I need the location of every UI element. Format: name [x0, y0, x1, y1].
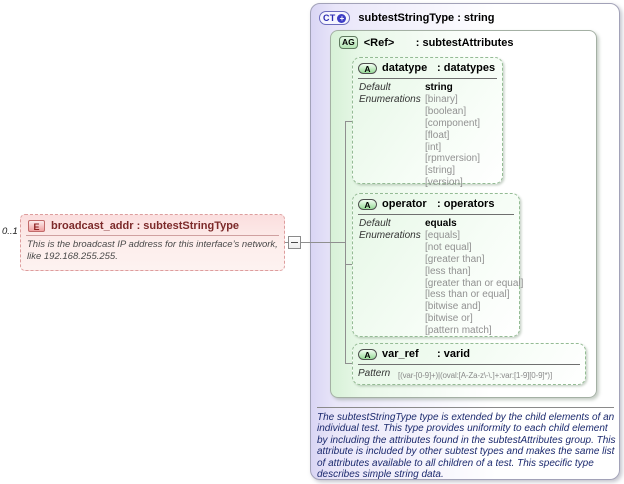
- default-label: Default: [359, 82, 391, 93]
- connector-line: [346, 264, 352, 265]
- attribute-box-operator[interactable]: A operator : operators Default equals En…: [352, 193, 523, 337]
- attributegroup-name: : subtestAttributes: [415, 36, 514, 49]
- enumerations-label: Enumerations: [359, 229, 421, 241]
- minus-icon: [291, 242, 298, 243]
- enumerations-values: [equals] [not equal] [greater than] [les…: [425, 229, 524, 337]
- default-value: equals: [425, 218, 457, 229]
- complextype-icon: CT +: [319, 11, 351, 25]
- element-broadcast-addr[interactable]: E broadcast_addr : subtestStringType Thi…: [20, 214, 285, 271]
- attribute-separator: [358, 78, 497, 79]
- element-annotation: This is the broadcast IP address for thi…: [27, 239, 278, 262]
- attribute-header: A datatype : datatypes: [353, 58, 502, 76]
- element-title: broadcast_addr : subtestStringType: [51, 220, 240, 232]
- complextype-annotation-separator: [317, 407, 614, 408]
- default-value: string: [425, 82, 453, 93]
- attribute-name: datatype: [382, 62, 428, 74]
- attribute-name: operator: [382, 198, 427, 210]
- enumerations-label: Enumerations: [359, 93, 421, 105]
- plus-icon: +: [337, 13, 347, 23]
- attribute-header: A operator : operators: [353, 194, 519, 212]
- attribute-box-var-ref[interactable]: A var_ref : varid Pattern [(var-[0-9]+)|…: [352, 343, 586, 385]
- attributegroup-icon: AG: [339, 36, 358, 49]
- pattern-label: Pattern: [358, 368, 391, 379]
- attribute-separator: [358, 214, 514, 215]
- attribute-type: : operators: [437, 198, 495, 210]
- attribute-header: A var_ref : varid: [353, 344, 585, 362]
- attribute-box-datatype[interactable]: A datatype : datatypes Default string En…: [352, 57, 503, 188]
- complextype-badge-label: CT: [323, 13, 336, 23]
- collapse-handle[interactable]: [288, 236, 301, 249]
- connector-line: [345, 121, 346, 364]
- complextype-title: subtestStringType : string: [358, 12, 495, 24]
- attribute-facets: Default string Enumerations [binary] [bo…: [353, 79, 502, 189]
- attribute-separator: [358, 364, 580, 365]
- element-header: E broadcast_addr : subtestStringType: [21, 215, 284, 235]
- connector-line: [346, 363, 352, 364]
- attribute-type: : varid: [437, 348, 471, 360]
- attributegroup-header: AG <Ref> : subtestAttributes: [331, 31, 596, 54]
- attribute-icon: A: [358, 348, 377, 360]
- pattern-value: [(var-[0-9]+)|(oval:[A-Za-z\-\.]+:var:[1…: [398, 371, 553, 380]
- element-icon: E: [28, 220, 45, 232]
- attributegroup-ref-label: <Ref>: [363, 36, 395, 49]
- attribute-icon: A: [358, 198, 377, 210]
- default-label: Default: [359, 218, 391, 229]
- attribute-type: : datatypes: [437, 62, 496, 74]
- attribute-facets: Pattern [(var-[0-9]+)|(oval:[A-Za-z\-\.]…: [353, 365, 585, 382]
- connector-line: [301, 242, 346, 243]
- enumerations-values: [binary] [boolean] [component] [float] […: [425, 93, 481, 189]
- cardinality-label: 0..1: [2, 226, 18, 237]
- attribute-facets: Default equals Enumerations [equals] [no…: [353, 215, 523, 337]
- complextype-annotation: The subtestStringType type is extended b…: [317, 412, 616, 481]
- element-separator: [26, 235, 279, 236]
- connector-line: [346, 121, 352, 122]
- attribute-icon: A: [358, 62, 377, 74]
- attribute-name: var_ref: [382, 348, 419, 360]
- complextype-header: CT + subtestStringType : string: [311, 4, 619, 32]
- connector-line: [285, 242, 288, 243]
